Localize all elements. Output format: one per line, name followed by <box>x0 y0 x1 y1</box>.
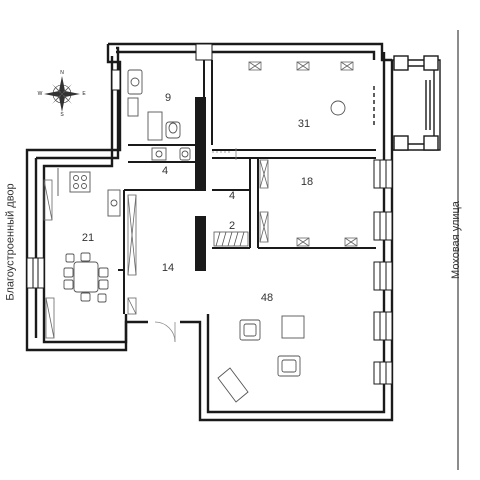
inner-walls <box>118 60 376 314</box>
top-windows <box>111 43 213 91</box>
kitchen-fixtures <box>57 168 121 217</box>
room-label-corridor: 14 <box>161 262 175 274</box>
room-label-kitchen: 21 <box>81 232 95 244</box>
room-label-wc: 4 <box>161 165 169 177</box>
room-label-31: 31 <box>297 118 311 130</box>
bathroom-fixtures <box>127 69 191 161</box>
compass-s: S <box>60 112 64 118</box>
room-label-hall-b: 2 <box>228 220 236 232</box>
compass-w: W <box>37 91 43 97</box>
living-furniture <box>217 100 346 403</box>
radiators <box>43 61 358 339</box>
compass-n: N <box>60 70 64 76</box>
room-label-hall-a: 4 <box>228 190 236 202</box>
right-windows <box>373 159 393 385</box>
left-windows <box>26 257 45 289</box>
room-label-bath: 9 <box>164 92 172 104</box>
bay-window <box>373 55 441 151</box>
room-label-living: 48 <box>260 292 274 304</box>
closet-hatching <box>213 231 249 247</box>
room-label-18: 18 <box>300 176 314 188</box>
dining-set <box>63 252 109 303</box>
compass-e: E <box>82 91 86 97</box>
doors <box>154 148 237 343</box>
compass-icon <box>44 76 80 112</box>
street-label-left: Благоустроенный двор <box>4 183 17 301</box>
street-label-right: Моховая улица <box>449 201 462 279</box>
